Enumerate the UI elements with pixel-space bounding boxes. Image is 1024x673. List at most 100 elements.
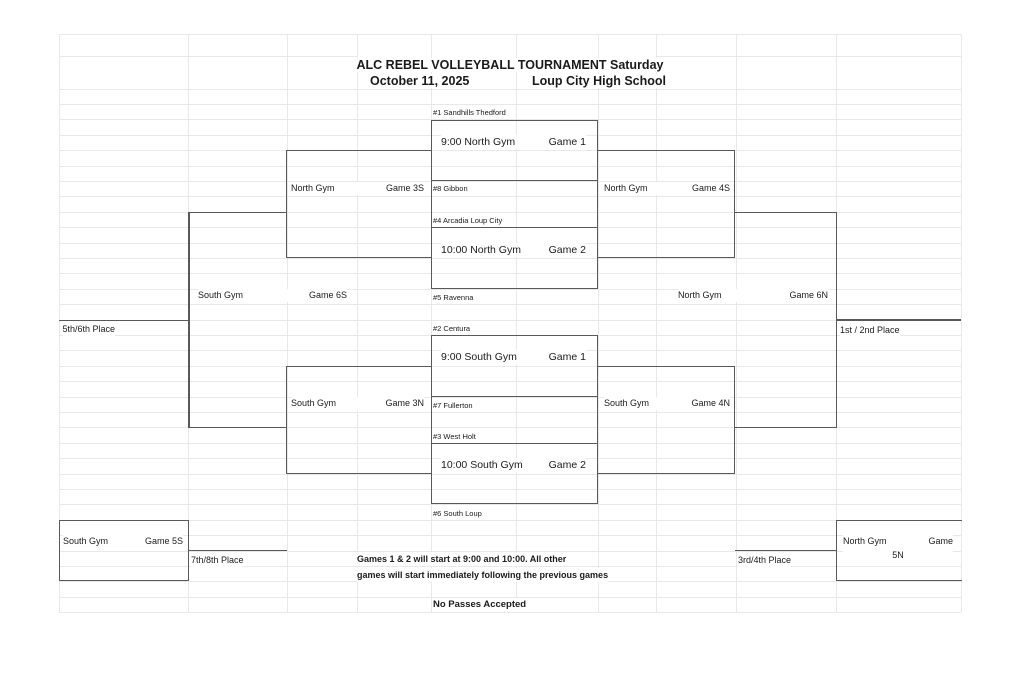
game-2-south-name: Game 2: [548, 457, 586, 472]
gridline: [59, 381, 961, 383]
game-4n-name: Game 4N: [691, 397, 730, 410]
game-5s-box: [58, 519, 189, 581]
fifth-sixth-line: [58, 319, 188, 321]
gridline: [656, 33, 657, 613]
gridline: [656, 55, 961, 57]
gridline: [59, 565, 961, 567]
gridline: [736, 33, 737, 613]
game-3n-label: South Gym Game 3N: [291, 397, 424, 410]
placement-7th-8th: 7th/8th Place: [191, 554, 244, 567]
game-6s-label: South Gym Game 6S: [198, 289, 347, 302]
gridline: [961, 33, 962, 613]
gridline: [59, 103, 961, 105]
game-2-north-time-gym: 10:00 North Gym: [441, 243, 521, 257]
game-2-north-box: [430, 227, 598, 289]
tournament-venue: Loup City High School: [532, 74, 667, 88]
game-4n-box: [597, 365, 735, 474]
game-1-south-box: [430, 335, 598, 397]
game-1-south-name: Game 1: [548, 350, 586, 364]
game-2-south-time-gym: 10:00 South Gym: [441, 457, 523, 472]
game-1-north-label: 9:00 North Gym Game 1: [441, 134, 586, 149]
game-6n-name: Game 6N: [789, 289, 828, 302]
game-1-south-label: 9:00 South Gym Game 1: [441, 350, 586, 364]
left-bracket-bottom-line: [188, 426, 286, 428]
gridline: [59, 519, 961, 521]
game-3s-label: North Gym Game 3S: [291, 181, 424, 195]
game-4s-box: [597, 150, 735, 258]
left-bracket-top-line: [188, 211, 286, 213]
gridline: [59, 504, 961, 506]
gridline: [287, 33, 288, 613]
gridline: [430, 33, 432, 613]
game-2-north-name: Game 2: [548, 243, 586, 257]
game-5s-label: South Gym Game 5S: [63, 535, 183, 548]
gridline: [59, 473, 961, 475]
gridline: [59, 535, 961, 537]
game-4n-gym: South Gym: [604, 397, 650, 410]
team-seed6-south-loup: #6 South Loup: [433, 507, 482, 520]
gridline: [59, 488, 961, 490]
gridline: [59, 180, 961, 182]
gridline: [59, 33, 961, 35]
schedule-note-line1: Games 1 & 2 will start at 9:00 and 10:00…: [357, 551, 567, 566]
game-3n-box: [286, 365, 432, 474]
game-4s-gym: North Gym: [604, 181, 648, 195]
team-seed4-arcadia-loup-city: #4 Arcadia Loup City: [433, 215, 503, 227]
game-1-north-name: Game 1: [548, 134, 586, 149]
gridline: [59, 150, 961, 152]
gridline: [59, 55, 357, 57]
gridline: [59, 88, 961, 90]
gridline: [59, 396, 961, 398]
gridline: [516, 33, 517, 613]
game-3n-gym: South Gym: [291, 397, 337, 410]
game-5n-number: 5N: [843, 549, 953, 562]
gridline: [357, 33, 358, 613]
right-bracket-top-line: [735, 211, 836, 213]
game-3s-gym: North Gym: [291, 181, 335, 195]
game-5n-word: Game: [928, 535, 953, 548]
game-2-south-box: [430, 442, 598, 504]
game-2-south-label: 10:00 South Gym Game 2: [441, 457, 586, 472]
gridline: [59, 427, 961, 429]
gridline: [59, 211, 961, 213]
team-seed7-fullerton: #7 Fullerton: [433, 400, 473, 412]
placement-1st-2nd: 1st / 2nd Place: [840, 323, 900, 337]
team-seed8-gibbon: #8 Gibbon: [433, 182, 468, 195]
game-3s-name: Game 3S: [385, 181, 424, 195]
gridline: [59, 273, 961, 275]
seventh-eighth-line: [188, 549, 287, 551]
game-5n-box: [836, 519, 962, 581]
gridline: [59, 257, 961, 259]
team-seed1-sandhills-thedford: #1 Sandhills Thedford: [433, 106, 506, 119]
game-5s-name: Game 5S: [144, 535, 183, 548]
right-bracket-bottom-line: [735, 426, 836, 428]
gridline: [59, 304, 961, 306]
game-6s-gym: South Gym: [198, 289, 244, 302]
game-1-north-time-gym: 9:00 North Gym: [441, 134, 516, 149]
game-4s-name: Game 4S: [691, 181, 730, 195]
gridline: [59, 596, 961, 598]
game-2-north-label: 10:00 North Gym Game 2: [441, 243, 586, 257]
gridline: [59, 365, 961, 367]
gridline: [59, 319, 961, 321]
game-6s-name: Game 6S: [308, 289, 347, 302]
gridline: [59, 612, 961, 614]
game-4n-label: South Gym Game 4N: [604, 397, 730, 410]
game-5s-gym: South Gym: [63, 535, 109, 548]
left-bracket-vertical-line: [188, 211, 190, 428]
team-seed2-centura: #2 Centura: [433, 323, 471, 335]
gridline: [59, 550, 961, 552]
gridline: [59, 165, 961, 167]
gridline: [598, 33, 599, 613]
schedule-note-line2: games will start immediately following t…: [357, 568, 609, 582]
gridline: [59, 196, 961, 198]
placement-5th-6th: 5th/6th Place: [62, 322, 116, 336]
game-1-north-box: [430, 119, 598, 181]
placement-3rd-4th: 3rd/4th Place: [738, 554, 792, 567]
game-3n-name: Game 3N: [385, 397, 424, 410]
game-6n-label: North Gym Game 6N: [678, 289, 828, 302]
no-passes-note: No Passes Accepted: [433, 597, 527, 612]
game-6n-gym: North Gym: [678, 289, 722, 302]
game-3s-box: [286, 150, 432, 258]
